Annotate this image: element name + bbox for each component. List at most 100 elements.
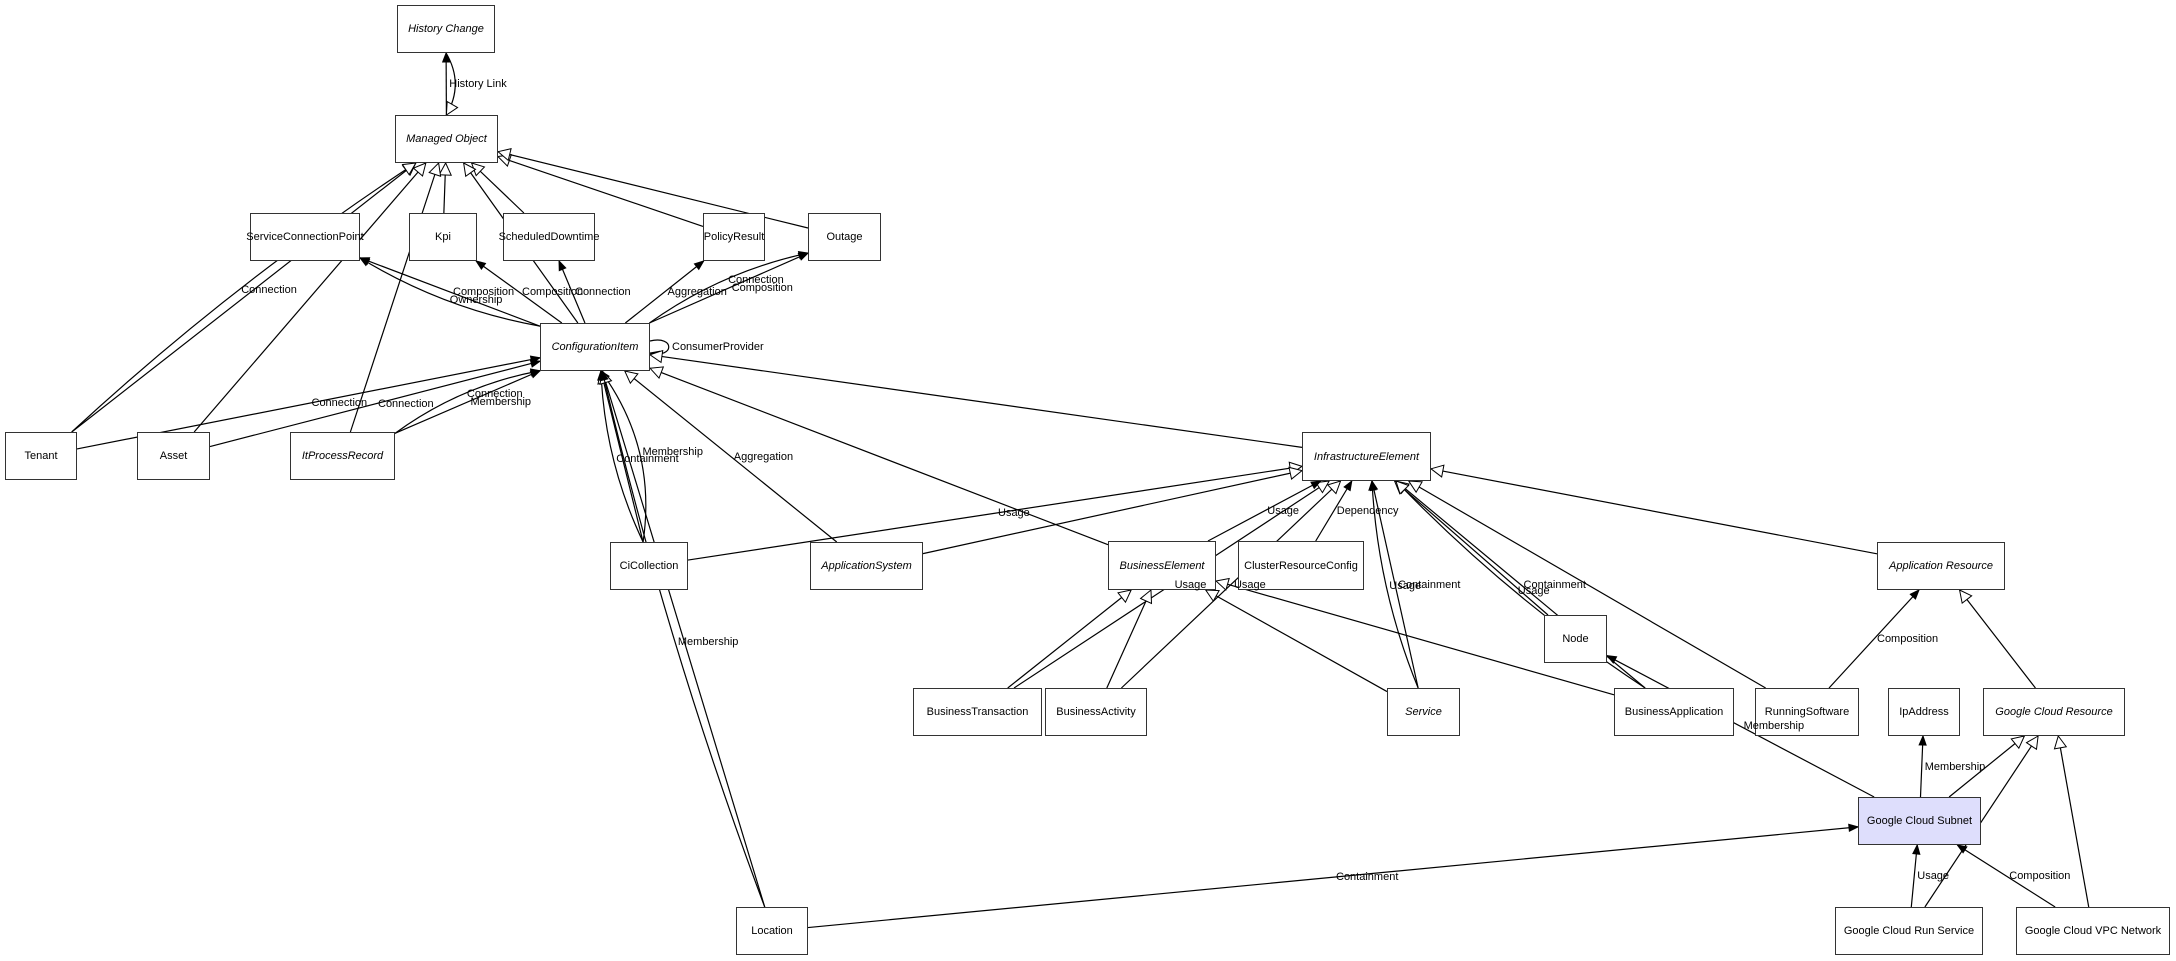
node-service[interactable]: Service (1387, 688, 1460, 736)
hollow-triangle-arrowhead-icon (1117, 589, 1133, 604)
node-tenant[interactable]: Tenant (5, 432, 77, 480)
filled-arrowhead-icon (441, 51, 451, 63)
edge-line (497, 155, 704, 228)
edge-line (601, 370, 766, 908)
edge-running-software-to-application-resource (1828, 588, 1920, 689)
edge-label: Composition (522, 286, 584, 298)
hollow-triangle-arrowhead-icon (428, 161, 442, 177)
edge-configuration-item-to-policy-result (624, 260, 705, 324)
edge-location-to-google-cloud-subnet (807, 823, 1860, 929)
hollow-triangle-arrowhead-icon (401, 162, 417, 176)
edge-line (71, 162, 417, 433)
node-google-cloud-vpc-network[interactable]: Google Cloud VPC Network (2016, 907, 2170, 955)
hollow-triangle-arrowhead-icon (1326, 480, 1342, 495)
edge-business-element-to-configuration-item (648, 366, 1109, 546)
edge-business-transaction-to-business-element (1007, 589, 1133, 689)
node-google-cloud-subnet[interactable]: Google Cloud Subnet (1858, 797, 1981, 845)
node-label: BusinessActivity (1056, 706, 1136, 718)
hollow-triangle-arrowhead-icon (412, 162, 427, 177)
hollow-triangle-arrowhead-icon (1429, 464, 1445, 478)
node-infrastructure-element[interactable]: InfrastructureElement (1302, 432, 1431, 481)
edge-line (807, 826, 1859, 929)
edge-line (1394, 480, 1549, 616)
edge-line (1430, 468, 1878, 555)
edge-line (1371, 480, 1419, 689)
node-cluster-resource-config[interactable]: ClusterResourceConfig (1238, 541, 1364, 590)
edge-business-activity-to-infrastructure-element (1120, 480, 1342, 689)
edge-it-process-record-to-managed-object (349, 161, 442, 433)
edge-label: Ownership (449, 294, 503, 307)
edge-label: History Link (449, 78, 507, 90)
node-ip-address[interactable]: IpAddress (1888, 688, 1960, 736)
edge-label: ConsumerProvider (672, 341, 764, 353)
edge-label: Usage (1517, 585, 1550, 598)
hollow-triangle-arrowhead-icon (1214, 577, 1230, 591)
node-ci-collection[interactable]: CiCollection (610, 542, 688, 590)
hollow-triangle-arrowhead-icon (462, 162, 477, 178)
edge-label: Membership (642, 446, 703, 459)
node-label: ApplicationSystem (821, 560, 912, 572)
edge-line (649, 252, 809, 324)
edge-configuration-item-to-scheduled-downtime (558, 259, 586, 324)
hollow-triangle-arrowhead-icon (496, 148, 512, 162)
node-it-process-record[interactable]: ItProcessRecord (290, 432, 395, 480)
edge-line (687, 465, 1303, 561)
node-label: Asset (159, 450, 188, 462)
node-managed-object[interactable]: Managed Object (395, 115, 498, 163)
edge-configuration-item-to-kpi (475, 260, 563, 324)
node-google-cloud-resource[interactable]: Google Cloud Resource (1983, 688, 2125, 736)
edge-label: Connection (241, 284, 297, 297)
node-kpi[interactable]: Kpi (409, 213, 477, 261)
node-business-element[interactable]: BusinessElement (1108, 541, 1216, 590)
filled-arrowhead-icon (693, 260, 705, 271)
edge-line (1957, 844, 2056, 908)
node-google-cloud-run-service[interactable]: Google Cloud Run Service (1835, 907, 1983, 955)
node-outage[interactable]: Outage (808, 213, 881, 261)
node-business-transaction[interactable]: BusinessTransaction (913, 688, 1042, 736)
hollow-triangle-arrowhead-icon (648, 366, 665, 380)
node-node[interactable]: Node (1544, 615, 1607, 663)
edge-line (600, 370, 647, 543)
node-label: Google Cloud VPC Network (2024, 925, 2162, 937)
edge-line (349, 162, 440, 433)
edge-outage-to-managed-object (496, 148, 809, 229)
hollow-triangle-arrowhead-icon (1315, 480, 1331, 494)
node-service-connection-point[interactable]: ServiceConnectionPoint (246, 213, 364, 261)
node-history-change[interactable]: History Change (397, 5, 495, 53)
edge-label: Containment (1523, 578, 1586, 591)
filled-arrowhead-icon (1368, 479, 1377, 491)
edge-service-to-business-element (1204, 589, 1388, 693)
edge-label: Usage (1267, 505, 1300, 517)
node-business-activity[interactable]: BusinessActivity (1045, 688, 1147, 736)
edge-label: Composition (1877, 633, 1939, 645)
edge-infrastructure-element-to-configuration-item (648, 349, 1303, 448)
node-scheduled-downtime[interactable]: ScheduledDowntime (499, 213, 599, 261)
edge-line (71, 162, 417, 433)
node-configuration-item[interactable]: ConfigurationItem (540, 323, 650, 371)
edge-line (649, 252, 809, 324)
filled-arrowhead-icon (1310, 480, 1322, 490)
filled-arrowhead-icon (1605, 655, 1618, 664)
edge-line (624, 260, 705, 324)
edge-google-cloud-run-service-to-google-cloud-subnet (1910, 843, 1921, 908)
node-label: Service (1405, 706, 1442, 718)
edge-line (1007, 589, 1132, 689)
hollow-triangle-arrowhead-icon (445, 100, 459, 116)
node-running-software[interactable]: RunningSoftware (1755, 688, 1859, 736)
node-label: Google Cloud Subnet (1866, 815, 1973, 827)
node-application-system[interactable]: ApplicationSystem (810, 542, 923, 590)
node-location[interactable]: Location (736, 907, 808, 955)
node-business-application[interactable]: BusinessApplication (1614, 688, 1734, 736)
edge-line (1959, 589, 2036, 689)
node-application-resource[interactable]: Application Resource (1877, 542, 2005, 590)
filled-arrowhead-icon (600, 369, 609, 382)
node-label: Node (1562, 633, 1589, 645)
node-policy-result[interactable]: PolicyResult (703, 213, 765, 261)
edge-line (193, 162, 427, 433)
edge-label: Composition (453, 286, 515, 298)
edge-asset-to-configuration-item (209, 359, 542, 448)
hollow-triangle-arrowhead-icon (1204, 589, 1220, 603)
edge-line (1395, 480, 1646, 689)
node-label: BusinessElement (1119, 559, 1205, 572)
node-asset[interactable]: Asset (137, 432, 210, 480)
